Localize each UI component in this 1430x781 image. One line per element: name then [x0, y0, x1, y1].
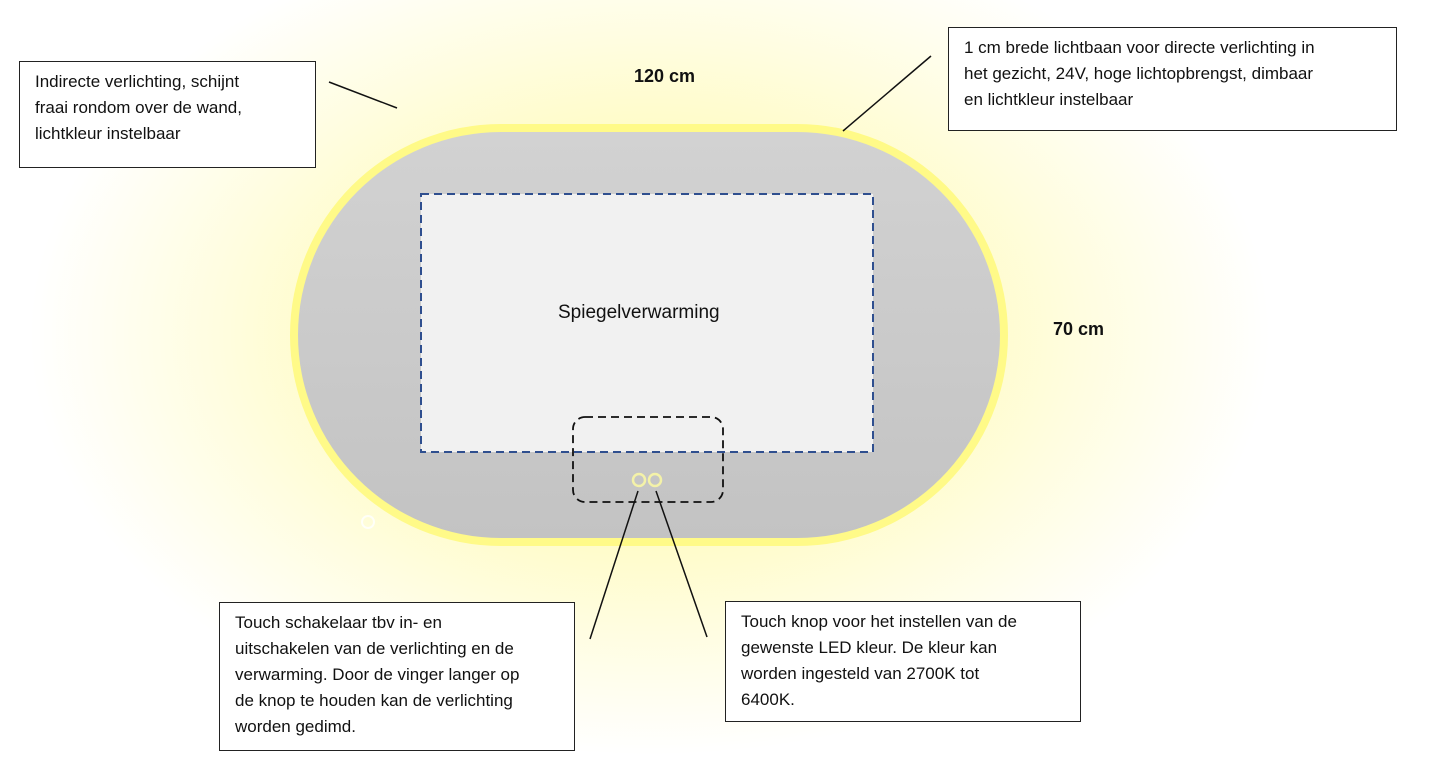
callout-line: de knop te houden kan de verlichting: [235, 691, 513, 710]
callout-line: en lichtkleur instelbaar: [964, 90, 1134, 109]
callout-line: 6400K.: [741, 690, 795, 709]
width-dimension-label: 120 cm: [634, 66, 696, 86]
connector-color-touch-button: [655, 490, 708, 638]
callout-line: gewenste LED kleur. De kleur kan: [741, 638, 998, 657]
connector-indirect-lighting: [328, 81, 398, 109]
callout-line: het gezicht, 24V, hoge lichtopbrengst, d…: [964, 64, 1314, 83]
callout-line: Touch knop voor het instellen van de: [741, 612, 1017, 631]
callout-line: worden ingesteld van 2700K tot: [741, 664, 980, 683]
callout-line: Touch schakelaar tbv in- en: [235, 613, 442, 632]
callout-line: 1 cm brede lichtbaan voor directe verlic…: [964, 38, 1315, 57]
power-dim-touch-switch-icon[interactable]: [631, 472, 647, 488]
callout-line: Indirecte verlichting, schijnt: [35, 72, 240, 91]
connector-direct-lightstrip: [842, 55, 932, 132]
color-temperature-touch-button-icon[interactable]: [647, 472, 663, 488]
heating-zone: [420, 193, 874, 453]
callout-color-touch-button: Touch knop voor het instellen van de gew…: [725, 601, 1081, 722]
callout-line: uitschakelen van de verlichting en de: [235, 639, 514, 658]
callout-line: fraai rondom over de wand,: [35, 98, 242, 117]
touch-panel-area: [572, 416, 724, 503]
callout-indirect-lighting: Indirecte verlichting, schijnt fraai ron…: [19, 61, 316, 168]
callout-line: lichtkleur instelbaar: [35, 124, 181, 143]
callout-direct-lightstrip: 1 cm brede lichtbaan voor directe verlic…: [948, 27, 1397, 131]
callout-touch-switch: Touch schakelaar tbv in- en uitschakelen…: [219, 602, 575, 751]
callout-line: verwarming. Door de vinger langer op: [235, 665, 520, 684]
heating-zone-label: Spiegelverwarming: [558, 302, 720, 323]
reflection-ring-icon: [361, 515, 375, 529]
connector-touch-switch: [589, 490, 639, 640]
callout-line: worden gedimd.: [235, 717, 356, 736]
height-dimension-label: 70 cm: [1053, 319, 1105, 339]
